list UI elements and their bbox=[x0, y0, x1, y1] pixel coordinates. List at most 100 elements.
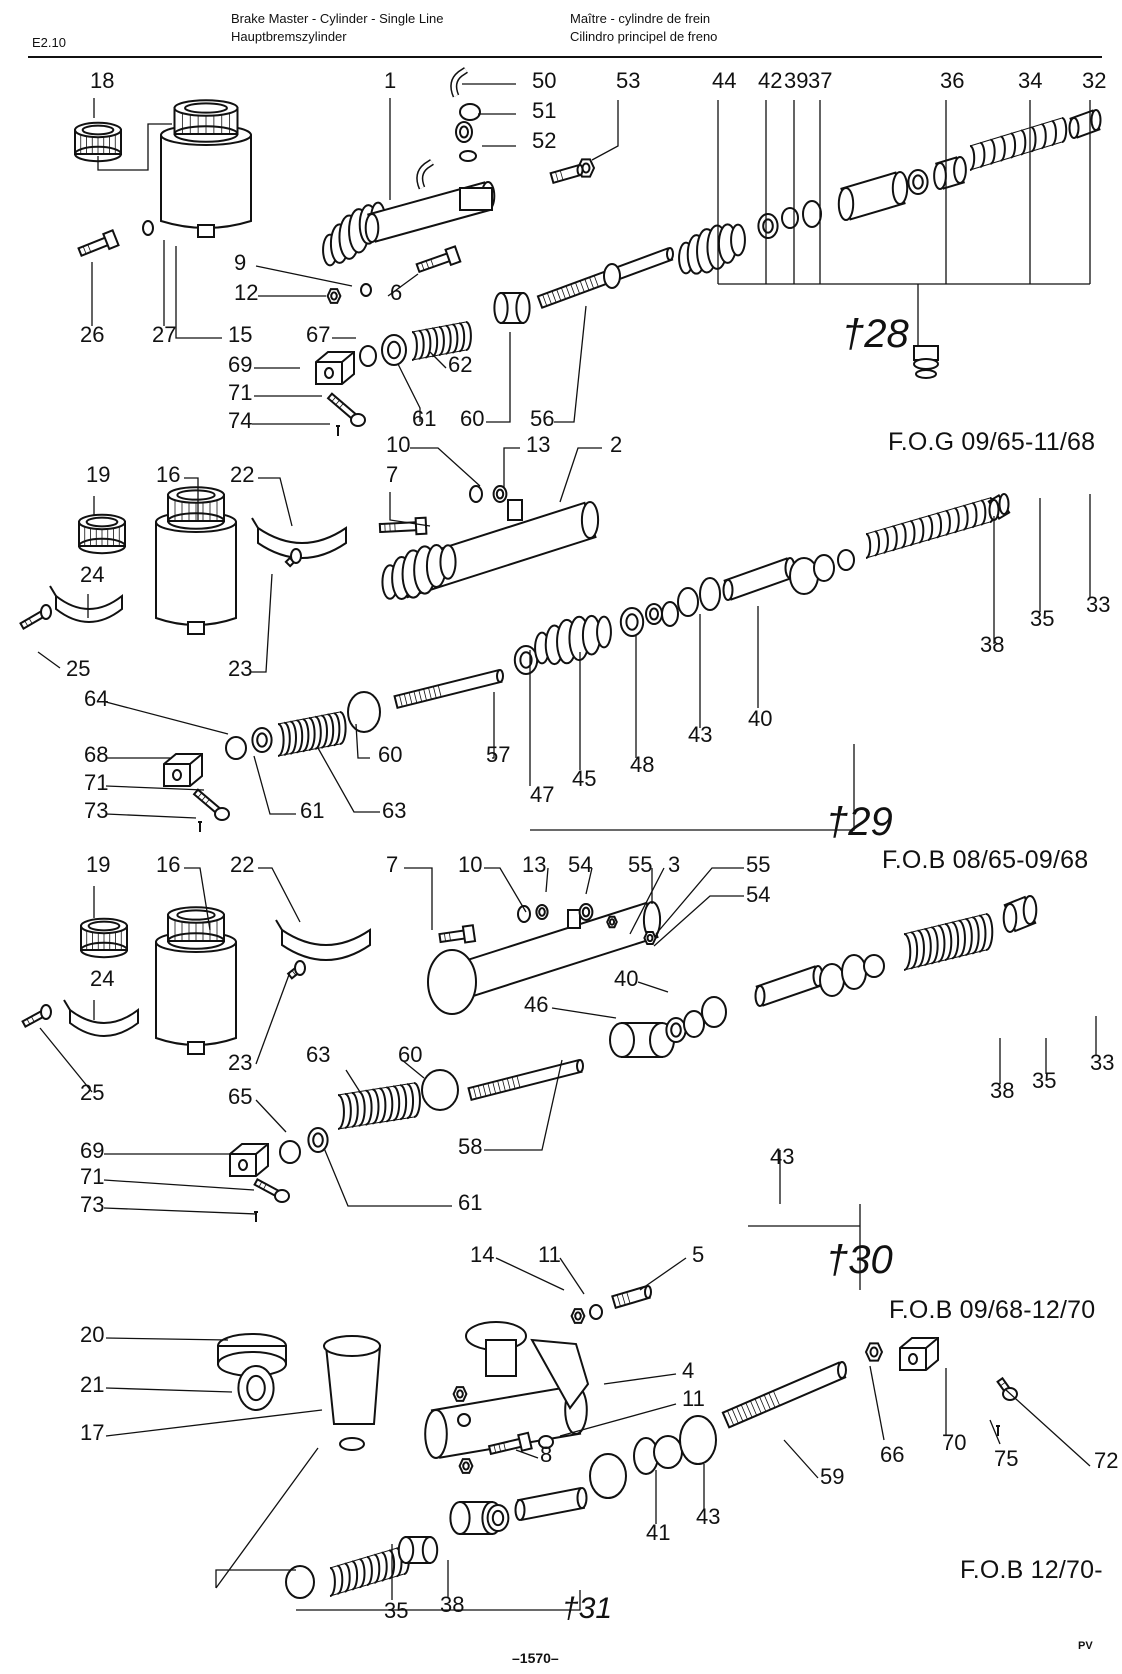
part-ellipse bbox=[364, 213, 380, 243]
part-ellipse bbox=[576, 1487, 588, 1509]
part-ellipse bbox=[953, 156, 967, 184]
part-ellipse bbox=[350, 413, 366, 427]
part-ellipse bbox=[837, 187, 855, 221]
spring-shape bbox=[277, 711, 347, 757]
leader-line bbox=[255, 971, 291, 1065]
callout-number: 56 bbox=[530, 406, 554, 431]
thread-line bbox=[565, 285, 571, 298]
callout-number: 57 bbox=[486, 742, 510, 767]
callout-number: 37 bbox=[808, 68, 832, 93]
callout-number: 11 bbox=[538, 1242, 561, 1267]
thread-line bbox=[750, 1400, 758, 1416]
callout-number: 71 bbox=[84, 770, 108, 795]
part-ellipse bbox=[1068, 117, 1080, 139]
part-ellipse bbox=[421, 1536, 439, 1564]
part-ellipse bbox=[515, 292, 531, 324]
reservoir-body bbox=[155, 942, 237, 1046]
kit-number: 31 bbox=[578, 1592, 613, 1625]
spring-shape bbox=[969, 117, 1068, 171]
rod-shape bbox=[393, 668, 503, 710]
leader-line bbox=[397, 363, 421, 422]
spring-edge bbox=[411, 321, 467, 333]
part-ellipse bbox=[173, 125, 239, 143]
spring-edge bbox=[903, 913, 987, 935]
callout-number: 68 bbox=[84, 742, 108, 767]
part-ellipse bbox=[576, 1059, 584, 1073]
callout-number: 13 bbox=[526, 432, 550, 457]
leader-line bbox=[492, 692, 495, 759]
part-ellipse bbox=[459, 103, 481, 121]
strap-tab bbox=[251, 517, 259, 529]
bolt-head bbox=[517, 1431, 533, 1452]
hose-elbow-inner bbox=[451, 68, 468, 97]
callout-number: 23 bbox=[228, 1050, 252, 1075]
spring-edge bbox=[277, 743, 341, 757]
part-ellipse bbox=[40, 1004, 52, 1020]
kit-group-28: †28 bbox=[842, 312, 909, 357]
callout-number: 61 bbox=[300, 798, 324, 823]
callout-number: 54 bbox=[568, 852, 592, 877]
callout-number: 19 bbox=[86, 462, 110, 487]
part-ellipse bbox=[666, 247, 674, 261]
leader-line bbox=[175, 246, 222, 339]
part-ellipse bbox=[644, 1285, 652, 1299]
thread-line bbox=[503, 1442, 506, 1451]
leader-line bbox=[250, 573, 273, 673]
callout-number: 13 bbox=[522, 852, 546, 877]
thread-line bbox=[570, 284, 576, 296]
part-ellipse bbox=[646, 933, 654, 943]
section-label-fog: F.O.G 09/65-11/68 bbox=[888, 428, 1096, 456]
part-ellipse bbox=[491, 1509, 505, 1527]
thread-line bbox=[421, 262, 425, 271]
inlet-spigot bbox=[567, 909, 581, 929]
leader-line bbox=[515, 1449, 539, 1459]
callout-number: 14 bbox=[470, 1242, 494, 1267]
part-ellipse bbox=[184, 102, 228, 114]
part-ellipse bbox=[85, 516, 119, 528]
seal-pack bbox=[913, 345, 939, 361]
thread-line bbox=[285, 561, 291, 567]
thread-line bbox=[722, 1412, 730, 1428]
part-ellipse bbox=[81, 124, 115, 136]
thread-line bbox=[291, 970, 297, 976]
cylinder-body bbox=[516, 1487, 586, 1521]
callout-number: 25 bbox=[80, 1080, 104, 1105]
callout-number: 61 bbox=[412, 406, 436, 431]
callout-number: 39 bbox=[784, 68, 808, 93]
kit-bracket bbox=[530, 744, 855, 831]
part-ellipse bbox=[323, 1335, 381, 1357]
leader-line bbox=[37, 651, 61, 669]
part-ellipse bbox=[608, 918, 616, 926]
thread-line bbox=[437, 685, 442, 698]
callout-number: 71 bbox=[228, 380, 252, 405]
leader-line bbox=[486, 332, 511, 423]
thread-line bbox=[772, 1390, 781, 1406]
strap-shape bbox=[69, 1007, 139, 1037]
thread-line bbox=[511, 1076, 516, 1089]
part-ellipse bbox=[653, 1435, 683, 1469]
thread-line bbox=[1000, 1381, 1006, 1387]
thread-line bbox=[488, 1446, 492, 1454]
leader-line bbox=[105, 1337, 229, 1341]
part-ellipse bbox=[459, 150, 477, 162]
callout-number: 73 bbox=[80, 1192, 104, 1217]
spring-edge bbox=[411, 349, 467, 361]
leader-line bbox=[97, 123, 172, 171]
callout-number: 15 bbox=[228, 322, 252, 347]
leader-line bbox=[591, 100, 619, 161]
callout-number: 18 bbox=[90, 68, 114, 93]
part-ellipse bbox=[603, 263, 621, 289]
part-ellipse bbox=[869, 1346, 879, 1358]
callout-number: 75 bbox=[994, 1446, 1018, 1471]
clevis-edge bbox=[164, 753, 203, 786]
thread-line bbox=[611, 1296, 617, 1308]
thread-line bbox=[584, 278, 590, 291]
leader-line bbox=[184, 477, 199, 520]
callout-number: 43 bbox=[696, 1504, 720, 1529]
part-ellipse bbox=[397, 1536, 415, 1564]
strap-tab bbox=[63, 999, 71, 1011]
spring-edge bbox=[903, 949, 987, 971]
part-ellipse bbox=[167, 512, 225, 530]
leader-line bbox=[323, 1147, 452, 1207]
leader-line bbox=[989, 1419, 1001, 1445]
